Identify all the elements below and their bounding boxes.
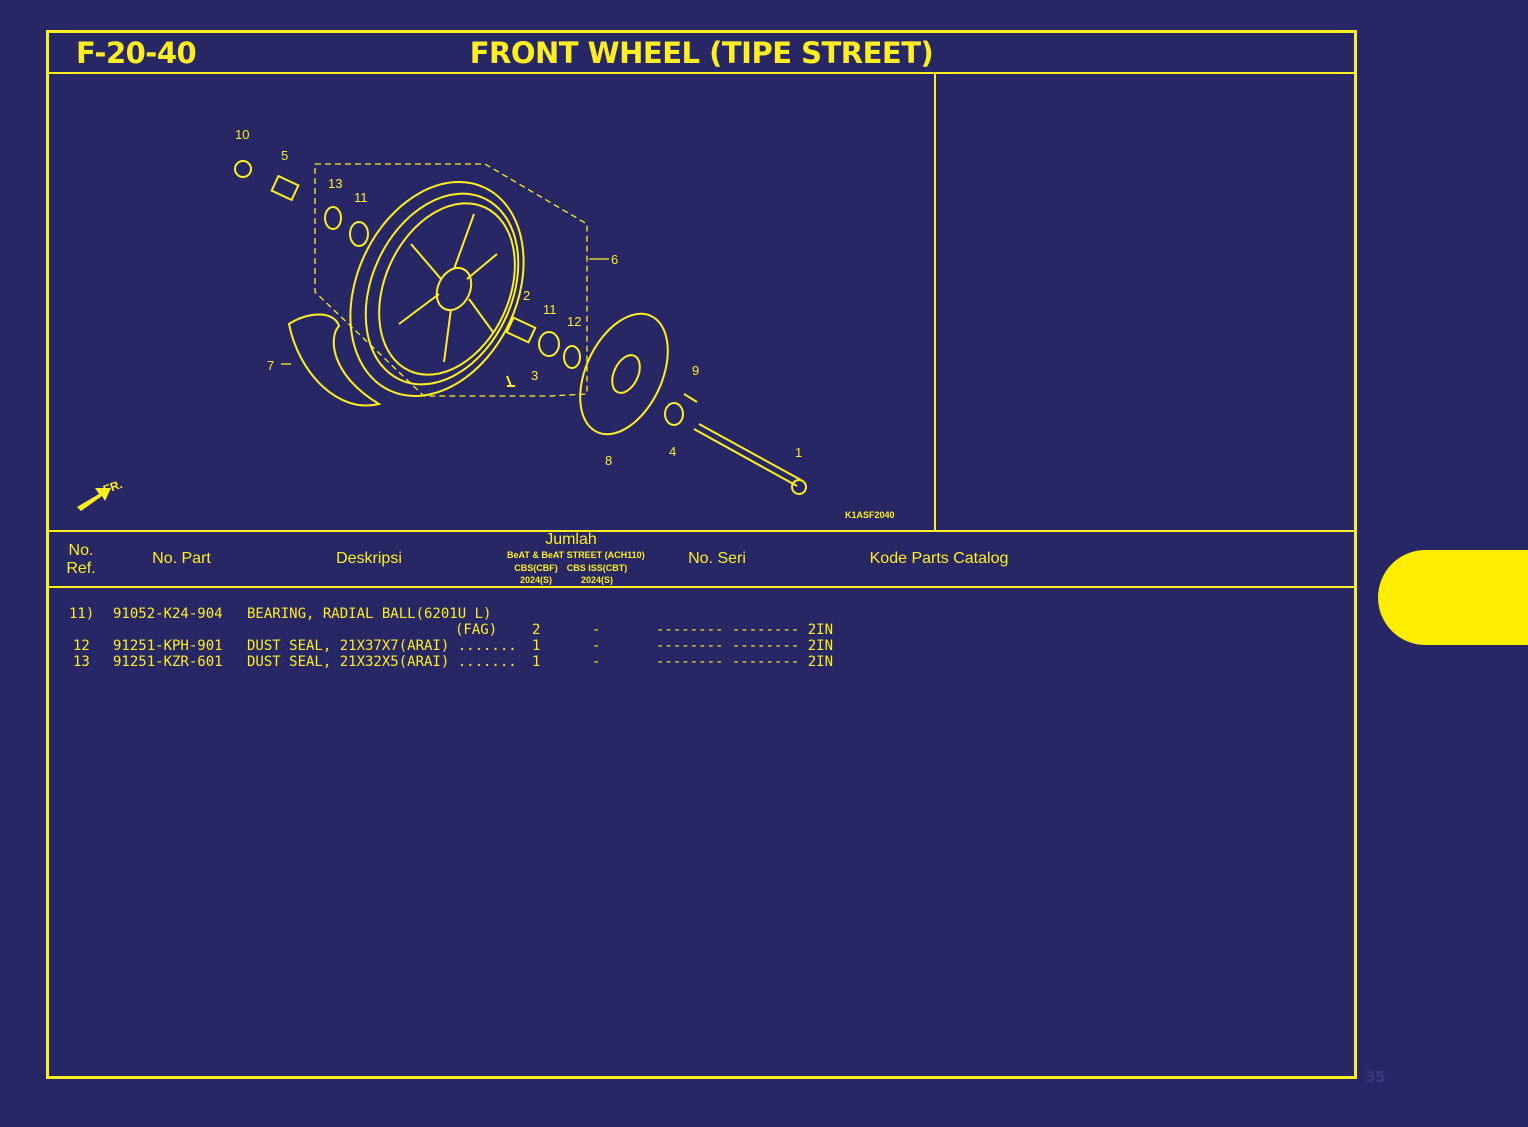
- front-arrow-icon: [77, 488, 111, 511]
- header-ref-line2: Ref.: [66, 560, 96, 577]
- row-desc-continued: (FAG): [455, 622, 498, 638]
- row-desc: DUST SEAL, 21X32X5(ARAI) .......: [247, 654, 517, 670]
- catalog-frame: F-20-40 FRONT WHEEL (TIPE STREET): [46, 30, 1357, 1079]
- callout-5: 5: [281, 148, 288, 163]
- row-qty2: -: [592, 638, 601, 654]
- title-bar: F-20-40 FRONT WHEEL (TIPE STREET): [49, 33, 1354, 74]
- header-desc: Deskripsi: [336, 550, 402, 567]
- callout-6: 6: [611, 252, 618, 267]
- callout-3: 3: [531, 368, 538, 383]
- row-qty2: -: [592, 622, 601, 638]
- header-model: BeAT & BeAT STREET (ACH110): [507, 550, 645, 560]
- page-number: 35: [1365, 1068, 1386, 1086]
- exploded-diagram: 10 5 13 11 6 2 11 12 7 3 9 8 4 1 K1ASF20…: [49, 74, 936, 530]
- row-part: 91052-K24-904: [113, 606, 223, 622]
- row-desc: BEARING, RADIAL BALL(6201U L): [247, 606, 492, 622]
- row-part: 91251-KZR-601: [113, 654, 223, 670]
- header-qty: Jumlah: [545, 531, 597, 548]
- row-ref: 11): [69, 606, 95, 622]
- callout-7: 7: [267, 358, 274, 373]
- row-part: 91251-KPH-901: [113, 638, 223, 654]
- callout-2: 2: [523, 288, 530, 303]
- callout-12: 12: [567, 314, 581, 329]
- page-title: FRONT WHEEL (TIPE STREET): [469, 36, 934, 70]
- header-catalog: Kode Parts Catalog: [869, 550, 1009, 567]
- row-serial: -------- -------- 2IN: [656, 622, 834, 638]
- header-part: No. Part: [152, 550, 211, 567]
- header-ref-line1: No.: [68, 542, 94, 559]
- header-year1: 2024(S): [519, 575, 553, 585]
- side-tab[interactable]: [1378, 550, 1528, 645]
- header-year2: 2024(S): [580, 575, 614, 585]
- row-qty1: 1: [532, 654, 541, 670]
- callout-11b: 11: [543, 302, 557, 317]
- table-row: 11) 91052-K24-904 BEARING, RADIAL BALL(6…: [49, 606, 1354, 622]
- section-code: F-20-40: [76, 36, 197, 70]
- row-ref: 12: [73, 638, 90, 654]
- table-row: 13 91251-KZR-601 DUST SEAL, 21X32X5(ARAI…: [49, 654, 1354, 670]
- row-qty1: 2: [532, 622, 541, 638]
- table-row: 12 91251-KPH-901 DUST SEAL, 21X37X7(ARAI…: [49, 638, 1354, 654]
- row-qty1: 1: [532, 638, 541, 654]
- parts-table-header: No. Ref. No. Part Deskripsi Jumlah BeAT …: [49, 530, 1354, 588]
- callout-13: 13: [328, 176, 342, 191]
- front-label: FR.: [101, 477, 124, 497]
- header-variant2: CBS ISS(CBT): [566, 563, 628, 573]
- callout-11: 11: [354, 190, 368, 205]
- front-wheel-diagram: 10 5 13 11 6 2 11 12 7 3 9 8 4 1 K1ASF20…: [77, 127, 895, 520]
- callout-1: 1: [795, 445, 802, 460]
- callout-4: 4: [669, 444, 676, 459]
- row-serial: -------- -------- 2IN: [656, 654, 834, 670]
- row-serial: -------- -------- 2IN: [656, 638, 834, 654]
- callout-8: 8: [605, 453, 612, 468]
- callout-10: 10: [235, 127, 249, 142]
- header-serial: No. Seri: [688, 550, 746, 567]
- row-desc: DUST SEAL, 21X37X7(ARAI) .......: [247, 638, 517, 654]
- row-ref: 13: [73, 654, 90, 670]
- header-variant1: CBS(CBF): [514, 563, 558, 573]
- callout-9: 9: [692, 363, 699, 378]
- table-row: (FAG) 2 - -------- -------- 2IN: [49, 622, 1354, 638]
- header-ref: No. Ref.: [61, 542, 101, 578]
- diagram-code: K1ASF2040: [845, 510, 895, 520]
- row-qty2: -: [592, 654, 601, 670]
